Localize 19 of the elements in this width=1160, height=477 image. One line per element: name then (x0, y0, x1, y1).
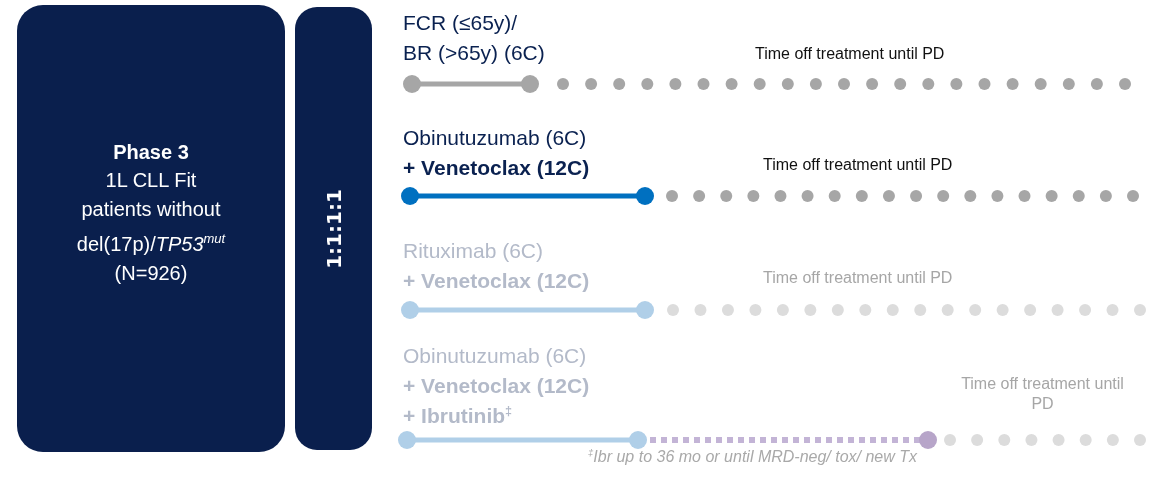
footnote: $^{‡}$Ibr up to 36 mo or until MRD-neg/ tox/ new Tx (588, 447, 918, 468)
arm-label: + Ibrutinib$^{‡}$ (403, 403, 513, 429)
randomization-ratio: 1:1:1:1 (321, 188, 346, 269)
phase-note: Time off treatment until PD (755, 44, 945, 64)
study-population-box (17, 5, 285, 452)
phase-note: Time off treatment until PD (763, 155, 953, 175)
arm-label: BR (>65y) (6C) (403, 40, 545, 66)
randomization-box (295, 7, 372, 450)
arm-label: FCR (≤65y)/ (403, 10, 518, 36)
phase-note: Time off treatment until PD (763, 268, 953, 288)
phase-note: Time off treatment until PD (960, 374, 1125, 414)
arm-label: Obinutuzumab (6C) (403, 125, 587, 151)
arm-label: + Venetoclax (12C) (403, 155, 590, 181)
arm-label: + Venetoclax (12C) (403, 373, 590, 399)
arm-label: + Venetoclax (12C) (403, 268, 590, 294)
arm-label: Obinutuzumab (6C) (403, 343, 587, 369)
phase-heading: Phase 3 (113, 140, 189, 166)
population-description: 1L CLL Fit patients without del(17p)/TP53$^{mut}$ (N=926) (76, 168, 226, 286)
arm-label: Rituximab (6C) (403, 238, 544, 264)
